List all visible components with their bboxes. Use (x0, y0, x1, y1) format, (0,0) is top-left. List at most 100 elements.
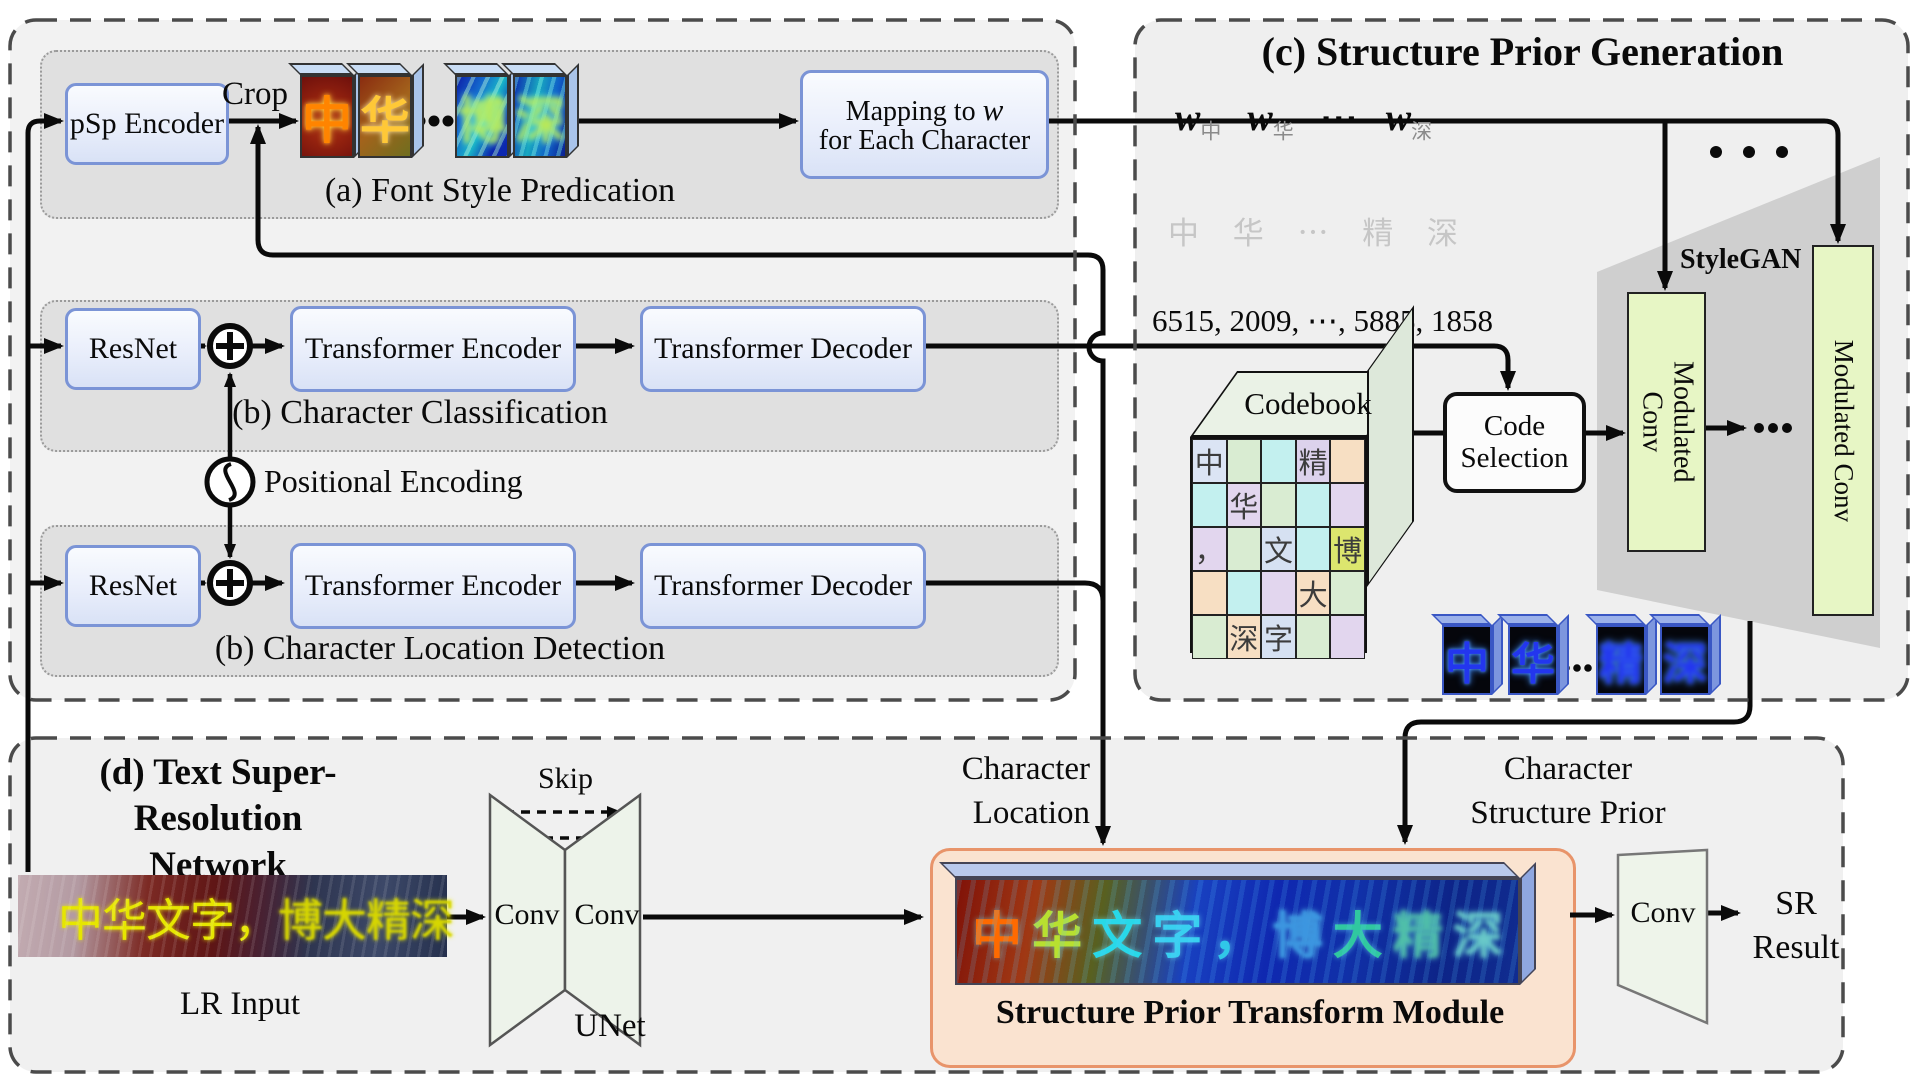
heatmap-glyph: 精 (1392, 907, 1443, 964)
psp-encoder-box: pSp Encoder (65, 83, 229, 165)
cube-top-face (1585, 614, 1646, 625)
codebook-label: Codebook (1244, 386, 1372, 421)
character-location-label: Character Location (918, 748, 1090, 835)
codebook-cell (1226, 571, 1262, 615)
feature-map-cube: 博 (443, 63, 521, 158)
prior-glyph: 深 (1663, 640, 1707, 689)
heatmap-glyph: 字 (1152, 907, 1203, 964)
cube-side-face (1492, 614, 1503, 695)
module-caption: Structure Prior Transform Module (995, 994, 1505, 1031)
cube-top-face (1497, 614, 1558, 625)
codebook-cell (1330, 571, 1365, 615)
codebook-cell (1192, 483, 1227, 527)
sr-result-line1: SR (1775, 885, 1817, 922)
feature-glyph: 深 (515, 92, 565, 149)
structure-prior-title: (c) Structure Prior Generation (1261, 29, 1784, 74)
transformer-decoder-label: Transformer Decoder (654, 569, 912, 603)
transformer-decoder-box-classification: Transformer Decoder (640, 306, 926, 392)
unet-trapezoids (488, 792, 642, 1048)
codebook-cell (1330, 615, 1365, 659)
mapping-line1: Mapping to w (845, 91, 1004, 127)
codebook-cell (1226, 439, 1262, 483)
character-location-line1: Character (961, 751, 1090, 787)
modulated-conv-label: Modulated Conv (1828, 339, 1859, 522)
cube-front-face: 华 (1508, 625, 1558, 695)
codebook-cell: 深 (1226, 615, 1262, 659)
heatmap-bar: 中华文字，博大精深 (955, 878, 1520, 985)
resnet-box-location: ResNet (65, 545, 201, 627)
modulated-conv-box-2: Modulated Conv (1812, 245, 1874, 616)
cube-front-face: 中 (300, 75, 354, 158)
prior-glyph: 精 (1599, 640, 1643, 689)
codebook-cell: 大 (1295, 571, 1331, 615)
panel-outlines (8, 18, 1910, 1074)
w-vector-token: w深 (1385, 97, 1433, 144)
prior-glyph: 中 (1445, 640, 1489, 689)
cube-top-face (443, 63, 509, 75)
cube-top-face (288, 63, 354, 75)
main-wires (25, 113, 1846, 925)
codebook-cell: ， (1192, 527, 1227, 571)
crop-label: Crop (222, 76, 288, 112)
cube-front-face: 华 (358, 75, 412, 158)
unet-conv-right-label: Conv (574, 898, 640, 931)
codebook-cell (1261, 439, 1296, 483)
skip-label: Skip (538, 762, 594, 795)
code-indices-row: 6515, 2009, ⋯, 5885, 1858 (1152, 303, 1493, 338)
prior-glyph: 华 (1511, 640, 1555, 689)
cube-top-face (501, 63, 567, 75)
transformer-encoder-label: Transformer Encoder (304, 569, 562, 603)
modulated-conv-box-1: Modulated Conv (1627, 292, 1706, 552)
sine-wave-icon (204, 456, 256, 508)
positional-encoding-label: Positional Encoding (264, 463, 523, 499)
heatmap-bar-top-face (939, 862, 1520, 878)
prior-cube: 深 (1649, 614, 1721, 695)
character-structure-prior-label: Character Structure Prior (1418, 748, 1718, 835)
resnet-box-classification: ResNet (65, 308, 201, 390)
w-symbol: w (982, 91, 1004, 127)
unet-conv-left-label: Conv (494, 898, 560, 931)
codebook-cell (1226, 527, 1262, 571)
codebook-cell (1295, 483, 1331, 527)
codebook-grid: 中精华，文博大深字 (1190, 437, 1367, 659)
prior-cube: 华 (1497, 614, 1569, 695)
psp-encoder-label: pSp Encoder (69, 107, 225, 141)
lr-text: 中华文字，博大精深 (58, 895, 455, 946)
font-style-caption: (a) Font Style Predication (324, 172, 676, 209)
lr-input-image: 中华文字，博大精深 (18, 875, 455, 957)
codebook-cell: 精 (1295, 439, 1331, 483)
mapping-to-w-box: Mapping to w for Each Character (800, 70, 1049, 179)
w-vector-token: w华 (1247, 97, 1294, 144)
transformer-decoder-label: Transformer Decoder (654, 332, 912, 366)
transformer-decoder-box-location: Transformer Decoder (640, 543, 926, 629)
feature-glyph: 中 (302, 92, 352, 149)
codebook-cell (1261, 571, 1296, 615)
add-icon (207, 323, 253, 606)
codebook-cell: 博 (1330, 527, 1365, 571)
heatmap-glyph: 中 (972, 907, 1023, 964)
cube-front-face: 精 (1596, 625, 1646, 695)
location-caption: (b) Character Location Detection (214, 630, 666, 667)
transformer-encoder-box-location: Transformer Encoder (290, 543, 576, 629)
cube-top-face (1431, 614, 1492, 625)
codebook-cell: 华 (1226, 483, 1262, 527)
codebook-cell: 中 (1192, 439, 1227, 483)
feature-glyph: 博 (457, 92, 507, 149)
codebook-cell (1295, 527, 1331, 571)
cube-side-face (1558, 614, 1569, 695)
codebook-cell (1192, 571, 1227, 615)
feature-glyph: 华 (360, 92, 410, 149)
resnet-label: ResNet (88, 569, 178, 603)
stylegan-label: StyleGAN (1680, 244, 1802, 275)
codebook-cell (1330, 439, 1365, 483)
cube-side-face (412, 63, 424, 158)
unet-label: UNet (574, 1008, 646, 1044)
codebook-cell (1330, 483, 1365, 527)
heatmap-glyph: 深 (1452, 907, 1503, 964)
code-selection-box: Code Selection (1443, 392, 1586, 493)
feature-map-cube: 深 (501, 63, 579, 158)
final-conv-label: Conv (1630, 896, 1696, 929)
transformer-encoder-box-classification: Transformer Encoder (290, 306, 576, 392)
ellipsis-dots: ⋯ (1319, 98, 1360, 140)
